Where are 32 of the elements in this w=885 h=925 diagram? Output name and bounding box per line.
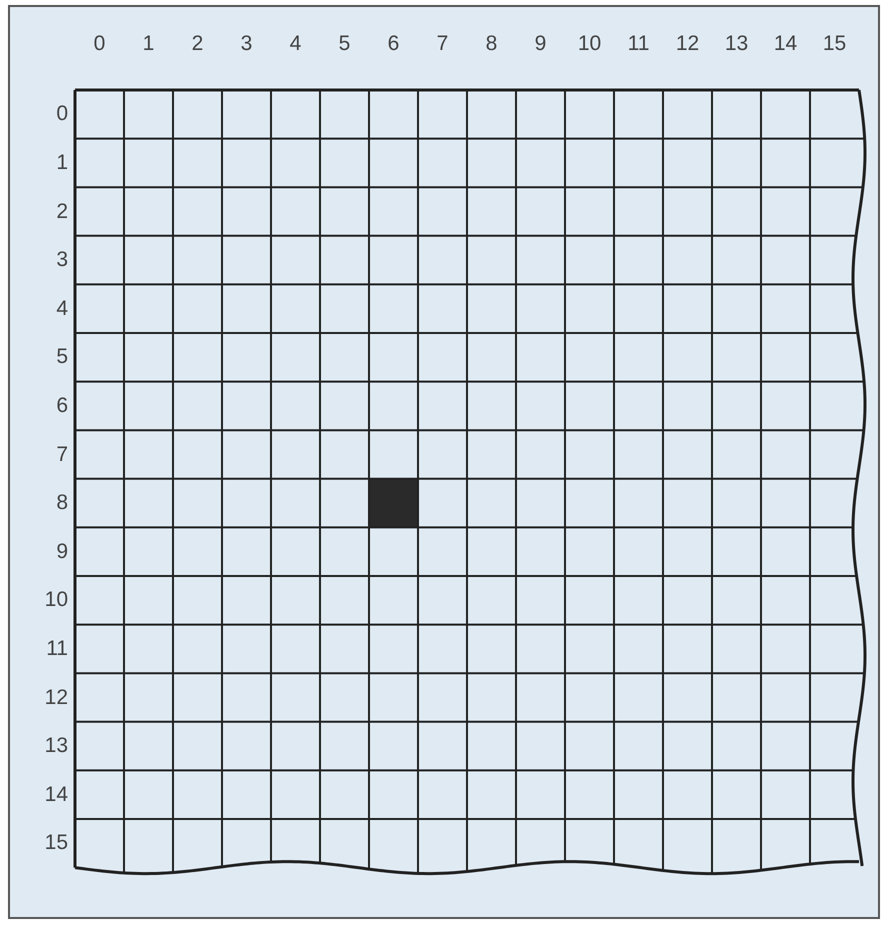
row-number: 6 [56,394,68,418]
row-number: 5 [56,345,68,370]
column-number: 4 [290,32,302,56]
column-number: 13 [724,32,748,56]
row-number: 1 [56,150,68,175]
row-number: 12 [44,686,68,710]
row-number: 3 [56,248,68,272]
column-number: 11 [628,32,650,56]
row-number: 0 [56,102,68,126]
column-number: 0 [94,32,106,56]
column-number: 8 [486,32,498,56]
row-number: 10 [44,588,68,612]
column-number: 9 [534,32,546,56]
row-number: 4 [56,296,68,321]
row-number: 13 [44,734,68,758]
row-number: 7 [56,442,68,466]
row-number: 2 [56,200,68,224]
row-number: 11 [46,636,68,661]
column-number: 14 [774,32,798,56]
column-number: 1 [142,32,154,56]
column-number: 7 [436,32,448,56]
column-number: 2 [192,32,204,56]
row-number: 15 [44,831,68,856]
column-number: 6 [388,32,400,56]
column-number: 3 [240,32,252,56]
row-number: 9 [56,540,68,564]
column-number: 10 [578,32,602,56]
column-number: 5 [338,32,350,56]
column-number: 15 [822,32,846,56]
column-number: 12 [676,32,700,56]
row-number: 14 [44,782,68,807]
row-number: 8 [56,491,68,516]
